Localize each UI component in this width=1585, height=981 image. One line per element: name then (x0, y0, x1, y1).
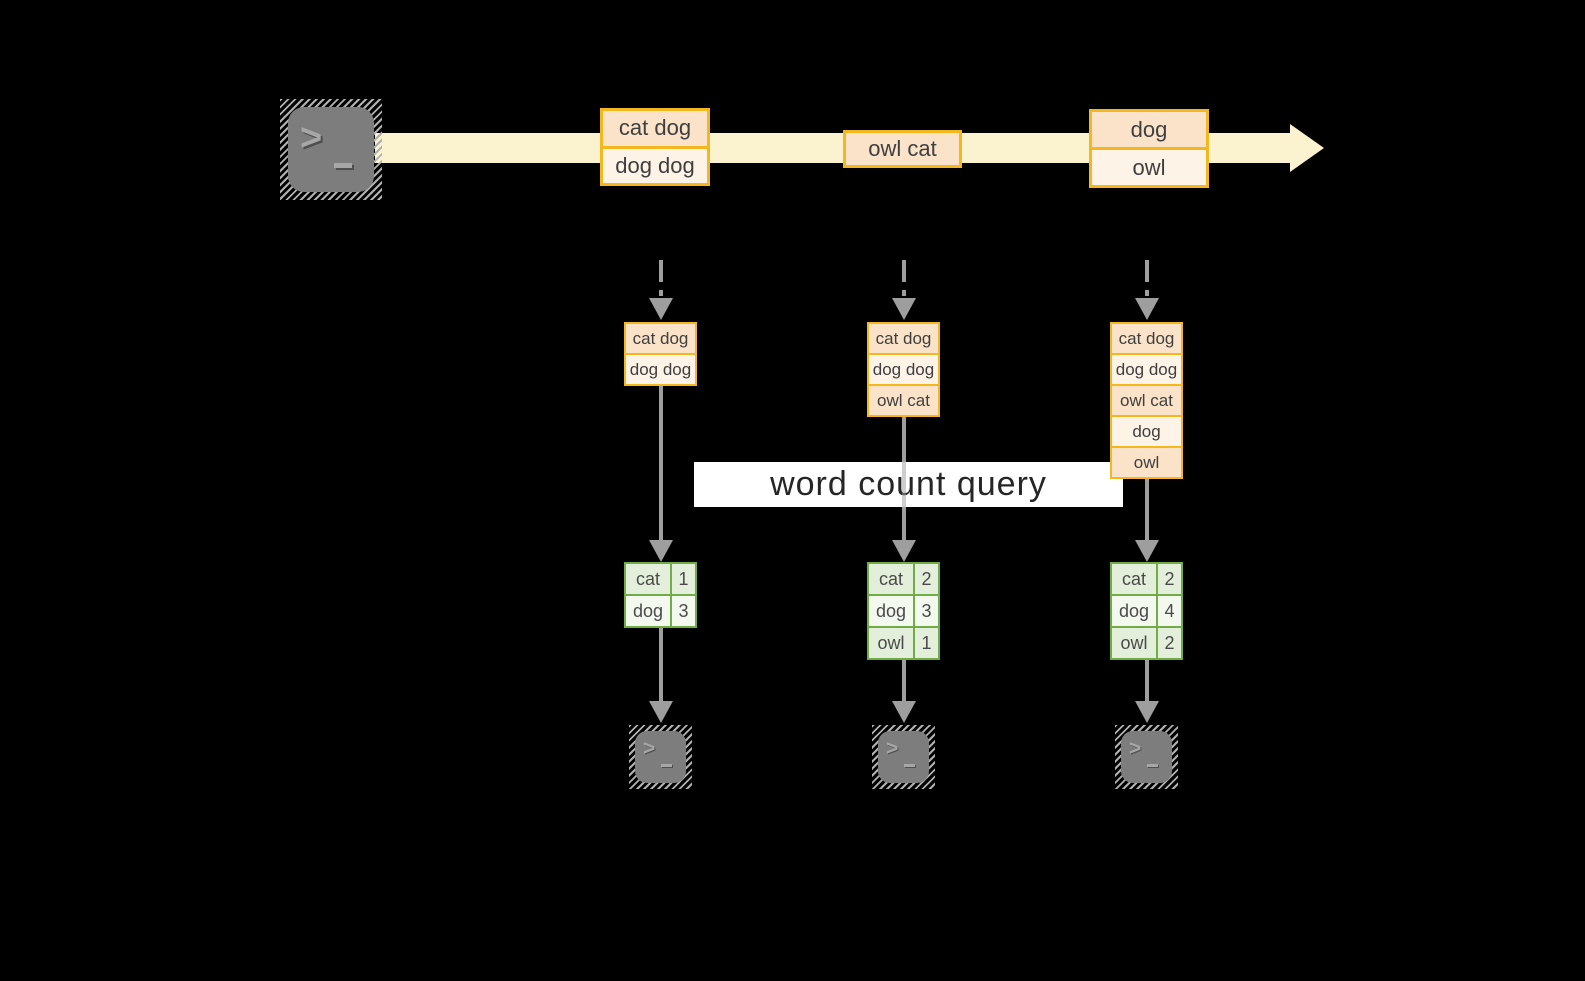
count-word-cell: dog (1112, 596, 1156, 626)
prompt-underscore-icon (334, 163, 352, 168)
count-value-cell: 3 (915, 596, 938, 626)
count-word-cell: dog (869, 596, 913, 626)
stream-record: dog dog (603, 148, 707, 183)
count-word-cell: owl (869, 628, 913, 658)
source-terminal-icon: > (280, 99, 382, 200)
state-record: owl (1112, 448, 1181, 477)
down-arrowhead-icon (892, 540, 916, 562)
stream-batch-box: owl cat (843, 130, 962, 168)
count-value-cell: 2 (915, 564, 938, 594)
table-to-terminal-arrow (902, 660, 906, 701)
down-arrowhead-icon (1135, 298, 1159, 320)
down-arrowhead-icon (1135, 701, 1159, 723)
table-to-terminal-arrow (659, 628, 663, 701)
prompt-chevron-icon: > (643, 737, 656, 760)
count-word-cell: cat (626, 564, 670, 594)
prompt-underscore-icon (661, 764, 672, 767)
down-arrowhead-icon (649, 540, 673, 562)
terminal-screen: > (1121, 731, 1172, 783)
terminal-screen: > (878, 731, 929, 783)
stream-record: owl (1092, 150, 1206, 185)
prompt-underscore-icon (904, 764, 915, 767)
count-value-cell: 3 (672, 596, 695, 626)
state-record: dog (1112, 417, 1181, 446)
table-to-terminal-arrow (1145, 660, 1149, 701)
stream-to-state-dashed-arrow (659, 260, 663, 296)
prompt-chevron-icon: > (1129, 737, 1142, 760)
state-record: dog dog (869, 355, 938, 384)
count-word-cell: cat (869, 564, 913, 594)
count-word-cell: owl (1112, 628, 1156, 658)
state-record: owl cat (1112, 386, 1181, 415)
connector-through-label (902, 462, 906, 507)
state-record: dog dog (626, 355, 695, 384)
state-to-table-arrow (659, 386, 663, 540)
count-word-cell: cat (1112, 564, 1156, 594)
state-record: cat dog (626, 324, 695, 353)
stream-record: dog (1092, 112, 1206, 147)
down-arrowhead-icon (649, 701, 673, 723)
terminal-screen: > (288, 107, 374, 192)
count-word-cell: dog (626, 596, 670, 626)
count-value-cell: 2 (1158, 628, 1181, 658)
down-arrowhead-icon (649, 298, 673, 320)
query-label: word count query (694, 462, 1123, 507)
output-terminal-icon: > (629, 725, 692, 789)
output-terminal-icon: > (1115, 725, 1178, 789)
output-terminal-icon: > (872, 725, 935, 789)
state-record: dog dog (1112, 355, 1181, 384)
state-record: owl cat (869, 386, 938, 415)
prompt-chevron-icon: > (300, 117, 323, 159)
terminal-screen: > (635, 731, 686, 783)
down-arrowhead-icon (892, 701, 916, 723)
stream-record: cat dog (603, 111, 707, 146)
stream-to-state-dashed-arrow (1145, 260, 1149, 296)
down-arrowhead-icon (892, 298, 916, 320)
stream-record: owl cat (846, 133, 959, 165)
state-to-table-arrow (1145, 479, 1149, 540)
query-label-text: word count query (770, 465, 1047, 503)
count-value-cell: 1 (672, 564, 695, 594)
prompt-chevron-icon: > (886, 737, 899, 760)
count-value-cell: 4 (1158, 596, 1181, 626)
state-record: cat dog (869, 324, 938, 353)
down-arrowhead-icon (1135, 540, 1159, 562)
state-record: cat dog (1112, 324, 1181, 353)
count-value-cell: 2 (1158, 564, 1181, 594)
stream-arrowhead-icon (1290, 124, 1324, 172)
stream-to-state-dashed-arrow (902, 260, 906, 296)
count-value-cell: 1 (915, 628, 938, 658)
prompt-underscore-icon (1147, 764, 1158, 767)
